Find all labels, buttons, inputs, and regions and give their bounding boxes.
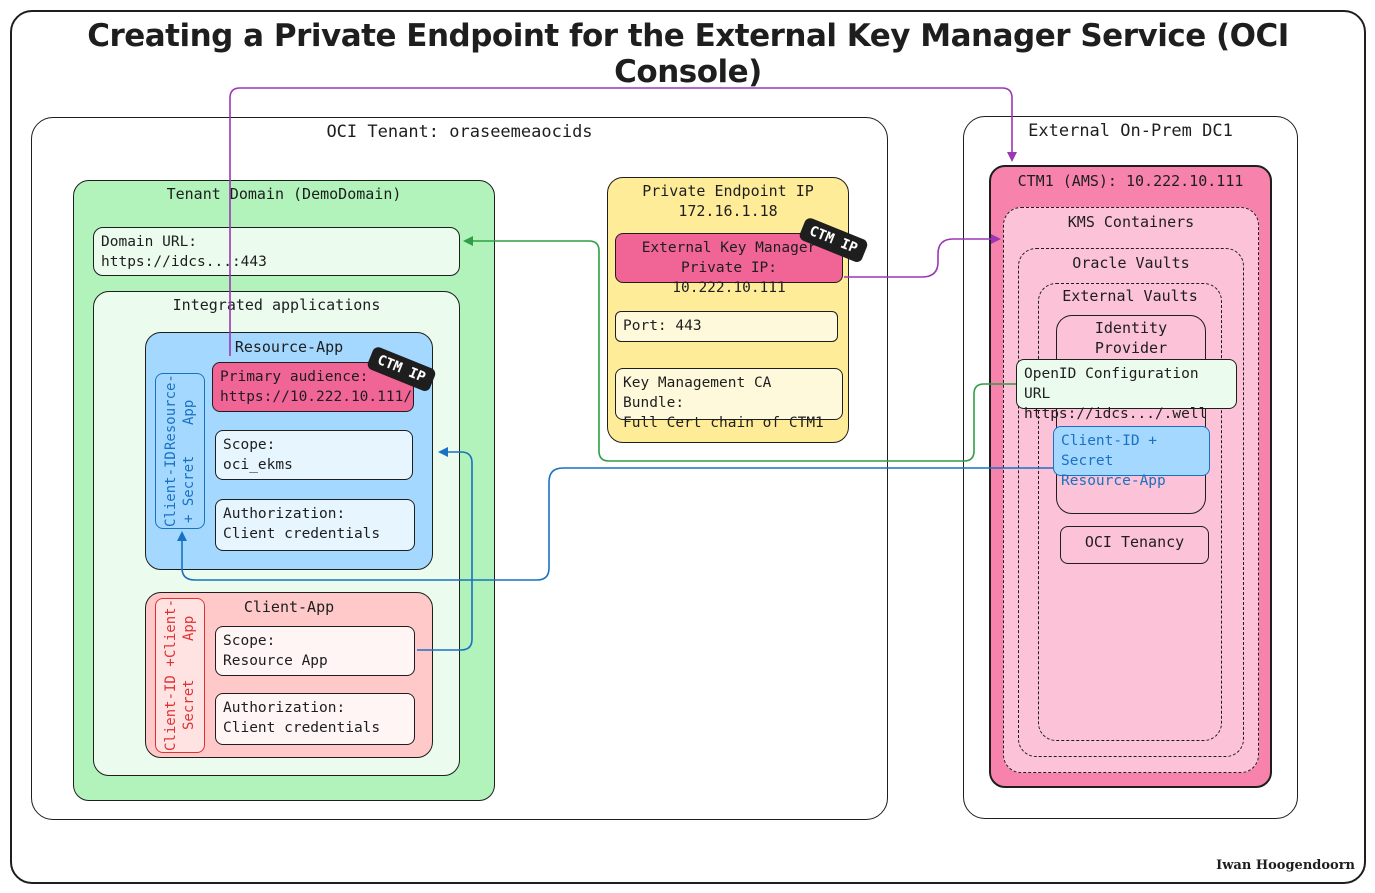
external-dc-label: External On-Prem DC1 [1028,121,1233,141]
ctm-client-secret-box: Client-ID + Secret Resource-App [1053,426,1210,489]
external-key-manager-box: External Key Manager Private IP: 10.222.… [615,233,843,296]
resource-authorization-value: Client credentials [223,526,381,542]
primary-audience-label: Primary audience: [220,369,369,385]
ctm-client-name-text: Resource-App [1061,473,1166,489]
external-vaults: External Vaults [1038,283,1222,741]
port-box: Port: 443 [615,311,838,342]
oci-tenant-label: OCI Tenant: oraseemeaocids [326,122,593,142]
identity-provider-label-1: Identity [1094,319,1168,337]
oracle-vaults-label: Oracle Vaults [1072,254,1190,272]
client-authorization-value: Client credentials [223,720,381,736]
domain-url-value: https://idcs...:443 [101,254,267,270]
resource-authorization-label: Authorization: [223,506,346,522]
resource-authorization-box: Authorization: Client credentials [215,499,415,551]
client-scope-label: Scope: [223,633,276,649]
arrow-ctm-secret-to-resource-secret [177,467,1053,581]
oci-tenancy-box: OCI Tenancy [1060,526,1209,564]
ca-bundle-label: Key Management CA Bundle: [623,375,772,411]
external-vaults-label: External Vaults [1062,287,1198,305]
client-authorization-label: Authorization: [223,700,346,716]
resource-scope-box: Scope: oci_ekms [215,430,413,480]
external-key-manager-label: External Key Manager [641,240,817,256]
oci-tenancy-label: OCI Tenancy [1084,533,1185,551]
openid-config-url: https://idcs.../.well [1024,406,1208,422]
client-authorization-box: Authorization: Client credentials [215,693,415,745]
ctm-client-id-text: Client-ID + Secret [1061,433,1158,469]
domain-url-box: Domain URL: https://idcs...:443 [93,227,460,276]
client-scope-value: Resource App [223,653,328,669]
client-scope-box: Scope: Resource App [215,626,415,676]
ca-bundle-box: Key Management CA Bundle: Full Cert chai… [615,368,843,431]
openid-config-box: OpenID Configuration URL https://idcs...… [1016,359,1237,422]
tenant-domain-label: Tenant Domain (DemoDomain) [166,185,402,203]
resource-app-label: Resource-App [234,338,344,356]
client-app-label: Client-App [243,598,335,616]
arrow-ekm-to-kms [844,234,1001,278]
ctm1-label: CTM1 (AMS): 10.222.10.111 [1017,172,1244,190]
resource-scope-label: Scope: [223,437,276,453]
private-endpoint-ip: 172.16.1.18 [678,202,778,220]
domain-url-label: Domain URL: [101,234,198,250]
private-endpoint-label: Private Endpoint IP [642,182,814,200]
author-credit: Iwan Hoogendoorn [1216,858,1355,873]
openid-config-label: OpenID Configuration URL [1024,366,1199,402]
identity-provider: Identity Provider [1056,315,1206,514]
port-value: Port: 443 [623,318,702,334]
arrow-audience-to-ctm1 [229,87,1017,356]
external-key-manager-ip: Private IP: 10.222.10.111 [672,260,786,296]
arrow-openid-to-domain-url [463,236,1016,462]
oracle-vaults: Oracle Vaults [1018,248,1244,757]
identity-provider-label-2: Provider [1094,339,1168,357]
diagram-title: Creating a Private Endpoint for the Exte… [87,18,1289,90]
primary-audience-value: https://10.222.10.111/ [220,389,413,405]
ca-bundle-value: Full Cert chain of CTM1 [623,415,824,431]
integrated-apps-label: Integrated applications [172,296,381,314]
kms-containers-label: KMS Containers [1067,213,1195,231]
resource-scope-value: oci_ekms [223,457,293,473]
diagram-frame [10,10,1366,884]
arrow-client-scope-to-resource-app [417,447,473,651]
